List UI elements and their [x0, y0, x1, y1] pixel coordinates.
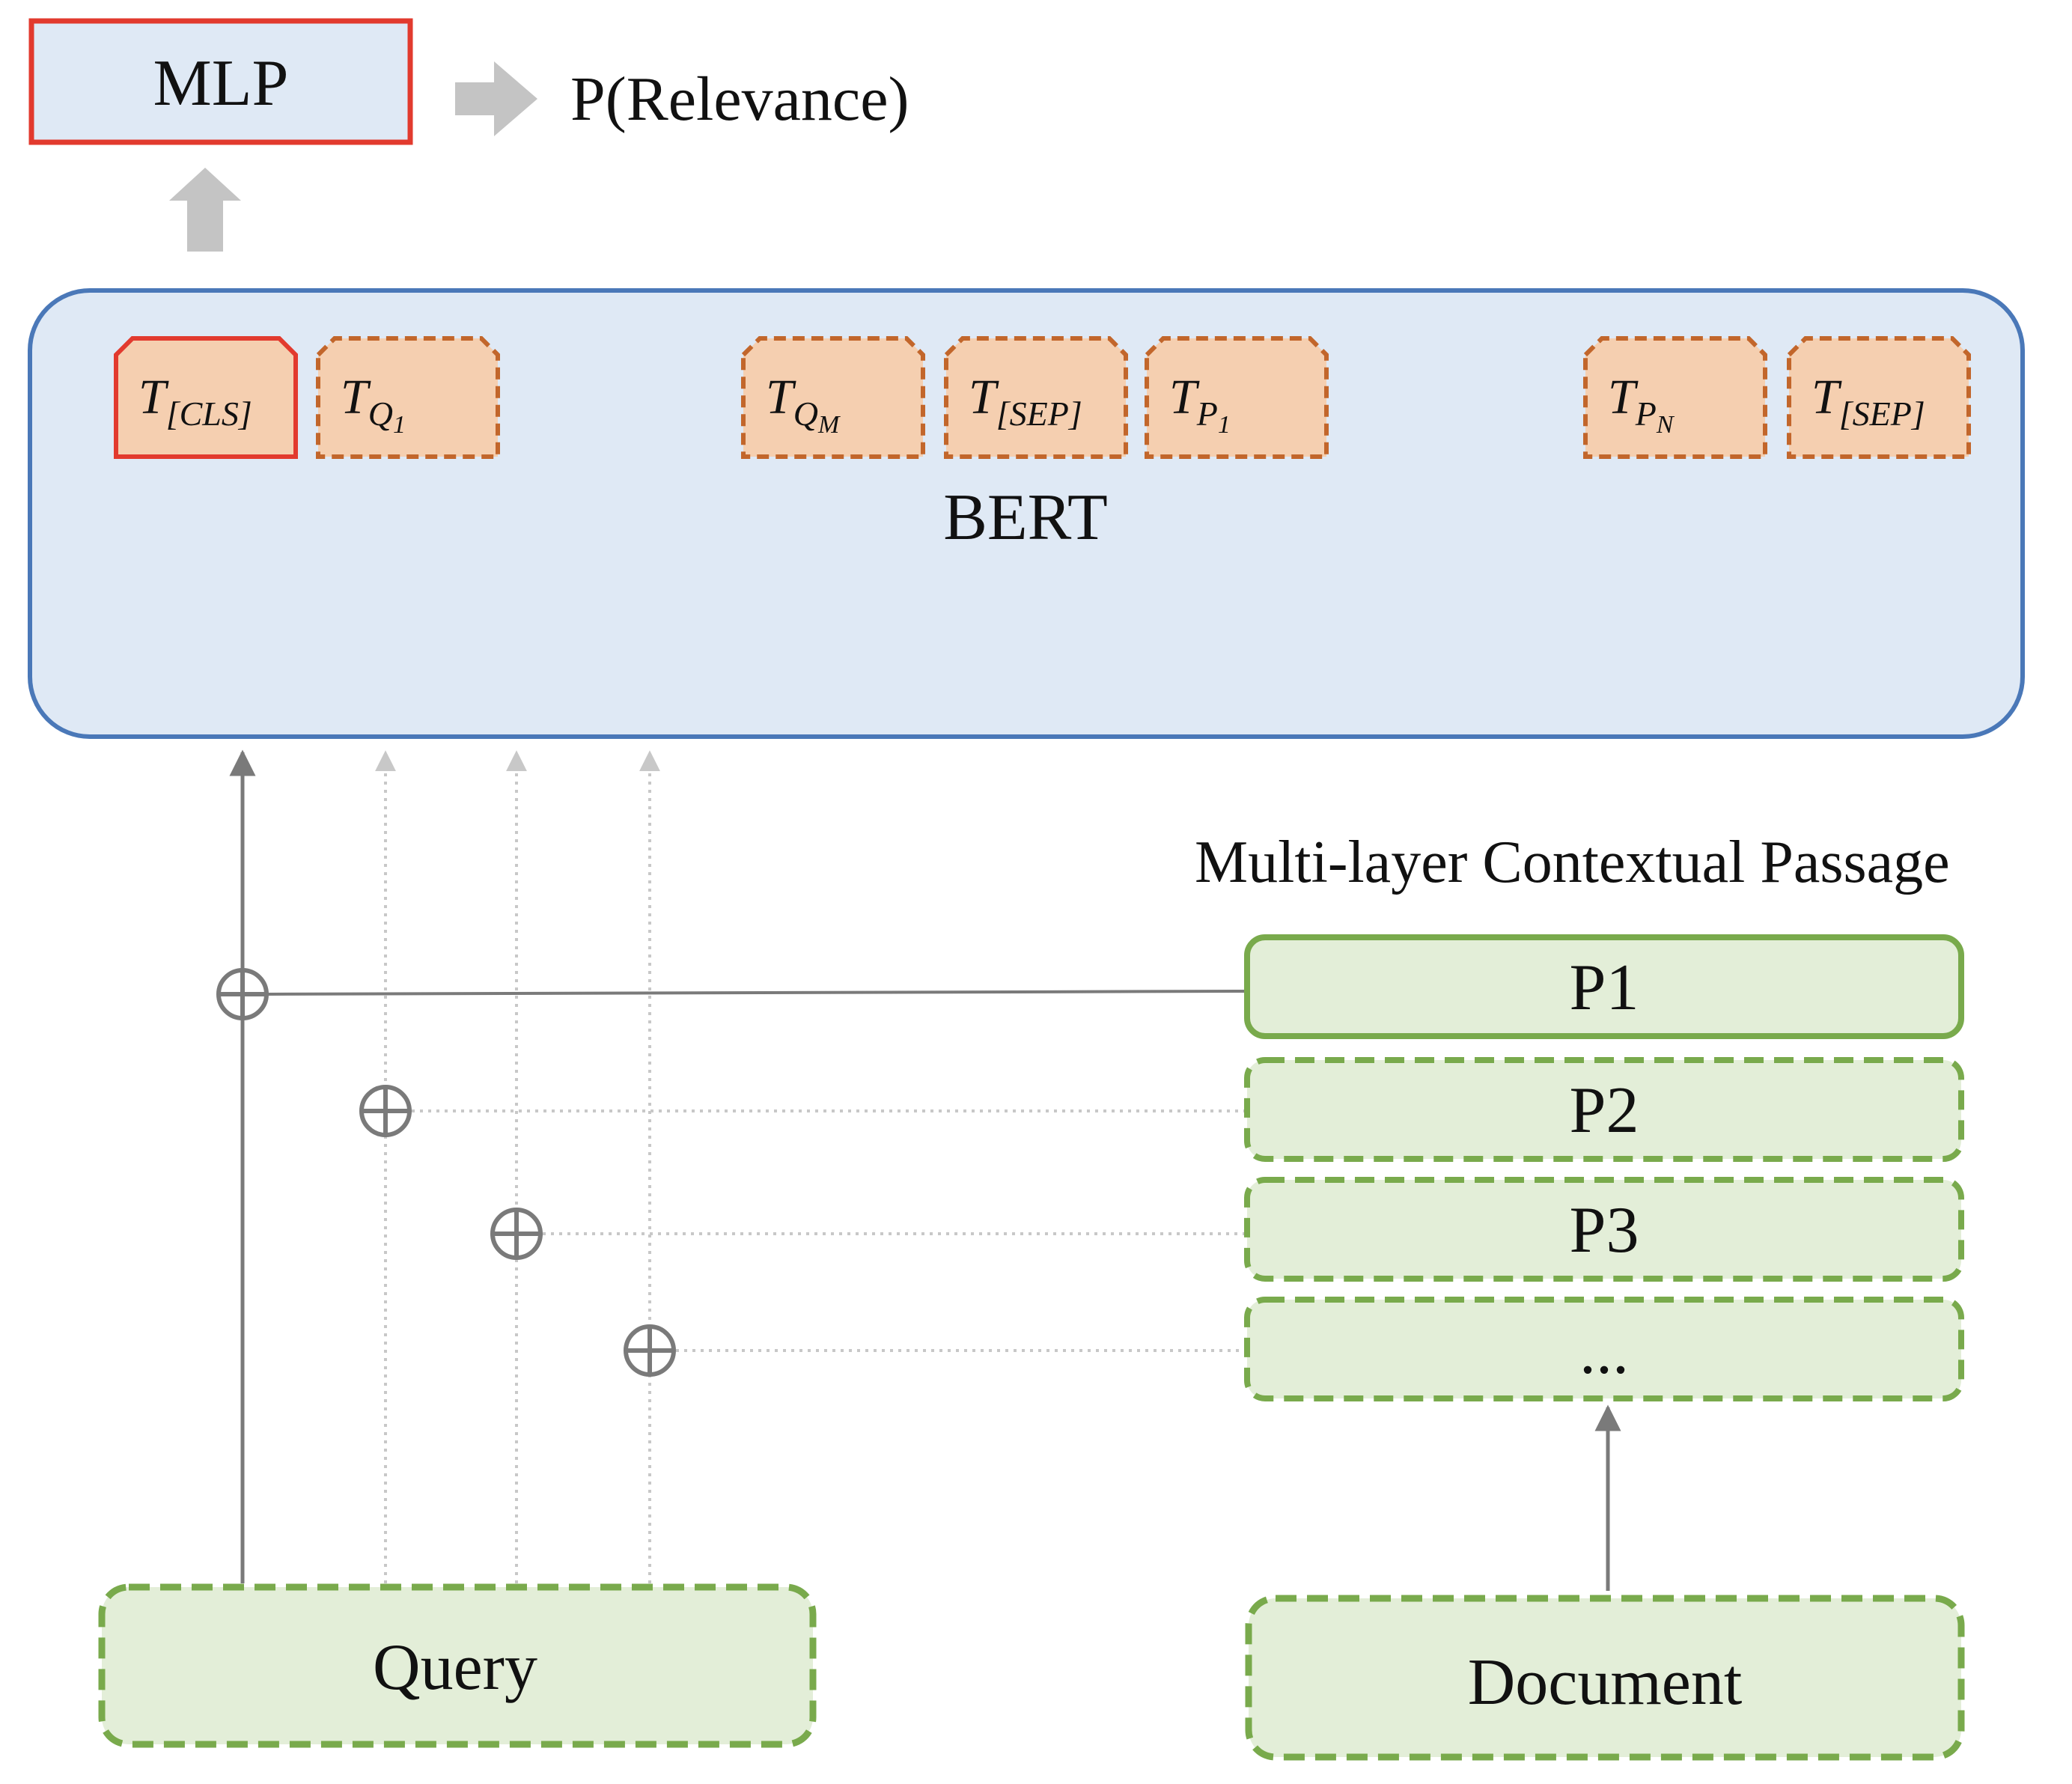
bert-block: BERT: [28, 288, 2025, 739]
token-box: TQ1: [316, 336, 500, 459]
passage-layer-box: P1: [1244, 934, 1964, 1039]
passage-layer-label: ...: [1579, 1315, 1629, 1388]
passage-layer-box: ...: [1244, 1297, 1964, 1401]
combine-nodes: [216, 968, 676, 1377]
token-subscript: [SEP]: [1839, 395, 1925, 433]
output-arrow-icon: [455, 61, 537, 136]
query-box: Query: [98, 1583, 817, 1748]
token-sub-subscript: 1: [1218, 411, 1231, 439]
token-label: TQ1: [341, 370, 406, 439]
passage-layer-outline: [1244, 1177, 1964, 1282]
token-box-outline: [114, 336, 298, 459]
passage-connectors: [267, 990, 1248, 1352]
token-main: T: [1169, 370, 1200, 424]
token-box-outline: [1145, 336, 1329, 459]
token-subscript: [CLS]: [166, 395, 252, 433]
passage-layer-label: P2: [1570, 1074, 1639, 1147]
token-main: T: [1608, 370, 1639, 424]
token-subscript: Q: [368, 395, 393, 433]
mlp-label: MLP: [153, 47, 289, 120]
token-box: T[SEP]: [944, 336, 1128, 459]
query-connectors: [229, 749, 660, 1583]
token-box: T[CLS]: [114, 336, 298, 459]
token-main: T: [766, 370, 796, 424]
token-subscript: P: [1635, 395, 1657, 433]
token-subscript: P: [1196, 395, 1218, 433]
combine-icon: [359, 1085, 412, 1137]
query-label: Query: [373, 1631, 537, 1704]
token-sub-subscript: M: [817, 411, 841, 439]
document-label: Document: [1468, 1646, 1743, 1719]
combine-icon: [490, 1208, 543, 1260]
token-label: T[CLS]: [138, 370, 252, 433]
token-label: TPN: [1608, 370, 1675, 439]
token-main: T: [341, 370, 371, 424]
bert-to-mlp-arrow-icon: [169, 168, 241, 252]
token-box-outline: [1787, 336, 1971, 459]
mlp-box: MLP: [28, 18, 413, 145]
token-subscript: Q: [793, 395, 818, 433]
token-subscript: [SEP]: [996, 395, 1082, 433]
combine-icon: [624, 1324, 676, 1377]
passage-layer-label: P3: [1570, 1194, 1639, 1267]
token-box-outline: [741, 336, 925, 459]
token-box: TQM: [741, 336, 925, 459]
token-label: TQM: [766, 370, 841, 439]
token-main: T: [1812, 370, 1842, 424]
passage-layer-outline: [1244, 1057, 1964, 1162]
passage-stack: P1P2P3...: [1244, 934, 1964, 1401]
passage-layer-label: P1: [1570, 952, 1639, 1024]
token-box-outline: [316, 336, 500, 459]
token-box-outline: [1583, 336, 1767, 459]
bert-label: BERT: [943, 481, 1108, 554]
token-main: T: [138, 370, 169, 424]
passage-layer-box: P2: [1244, 1057, 1964, 1162]
passage-layer-outline: [1244, 934, 1964, 1039]
token-box: TPN: [1583, 336, 1767, 459]
token-main: T: [969, 370, 999, 424]
token-box: TP1: [1145, 336, 1329, 459]
token-label: T[SEP]: [969, 370, 1082, 433]
output-label: P(Relevance): [570, 64, 909, 134]
token-sub-subscript: 1: [393, 411, 406, 439]
passage-layer-outline: [1244, 1297, 1964, 1401]
p1-connector-line: [267, 990, 1248, 996]
passage-layer-box: P3: [1244, 1177, 1964, 1282]
token-label: TP1: [1169, 370, 1231, 439]
token-label: T[SEP]: [1812, 370, 1925, 433]
token-sub-subscript: N: [1656, 411, 1675, 439]
combine-icon: [216, 968, 269, 1020]
token-box-outline: [944, 336, 1128, 459]
passage-stack-title: Multi-layer Contextual Passage: [1195, 829, 1950, 895]
document-box: Document: [1245, 1595, 1965, 1761]
token-box: T[SEP]: [1787, 336, 1971, 459]
